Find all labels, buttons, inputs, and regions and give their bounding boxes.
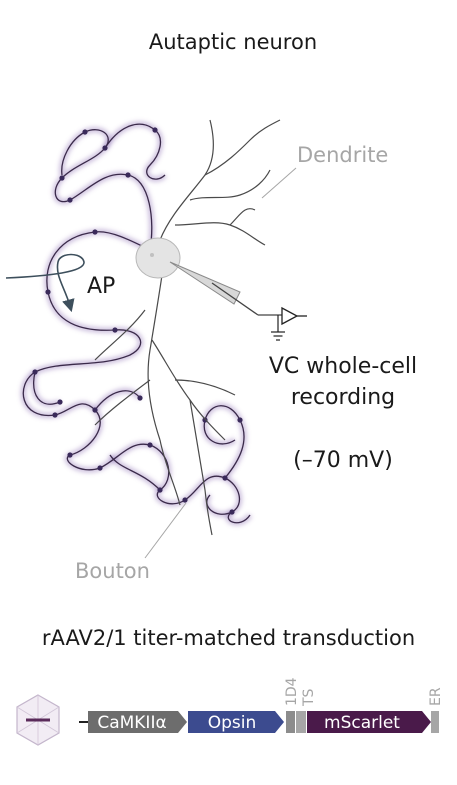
dendrites: [94, 119, 281, 536]
dendrite-leader-line: [261, 167, 297, 199]
er-label: ER: [428, 687, 444, 706]
axon: [22, 123, 251, 524]
promoter-element: CaMKIIα: [88, 711, 187, 733]
dendrite-label: Dendrite: [297, 143, 389, 167]
nucleus: [150, 253, 154, 257]
promoter-label: CaMKIIα: [97, 713, 166, 733]
boutons: [32, 127, 243, 515]
bouton-leader-line: [144, 502, 187, 559]
ground-icon: [271, 315, 285, 341]
holding-potential-label: (–70 mV): [293, 448, 393, 473]
mscarlet-label: mScarlet: [324, 713, 400, 733]
er-tag: [431, 711, 439, 733]
opsin-label: Opsin: [208, 713, 257, 733]
1d4-label: 1D4: [284, 677, 300, 706]
opsin-element: Opsin: [188, 711, 284, 733]
virus-icon: [16, 694, 60, 746]
construct-heading: rAAV2/1 titer-matched transduction: [41, 626, 416, 650]
figure-title: Autaptic neuron: [148, 30, 318, 54]
soma: [135, 237, 181, 279]
bouton-label: Bouton: [75, 559, 150, 583]
mscarlet-element: mScarlet: [307, 711, 431, 733]
ap-label: AP: [87, 274, 116, 299]
amplifier-icon: [281, 306, 307, 326]
ap-arrow-icon: [5, 253, 85, 313]
ts-tag: [296, 711, 306, 733]
ts-label: TS: [301, 688, 317, 707]
recording-label-line1: VC whole-cell: [268, 354, 418, 379]
recording-pipette: [169, 261, 282, 316]
1d4-tag: [286, 711, 295, 733]
recording-label-line2: recording: [290, 385, 396, 410]
